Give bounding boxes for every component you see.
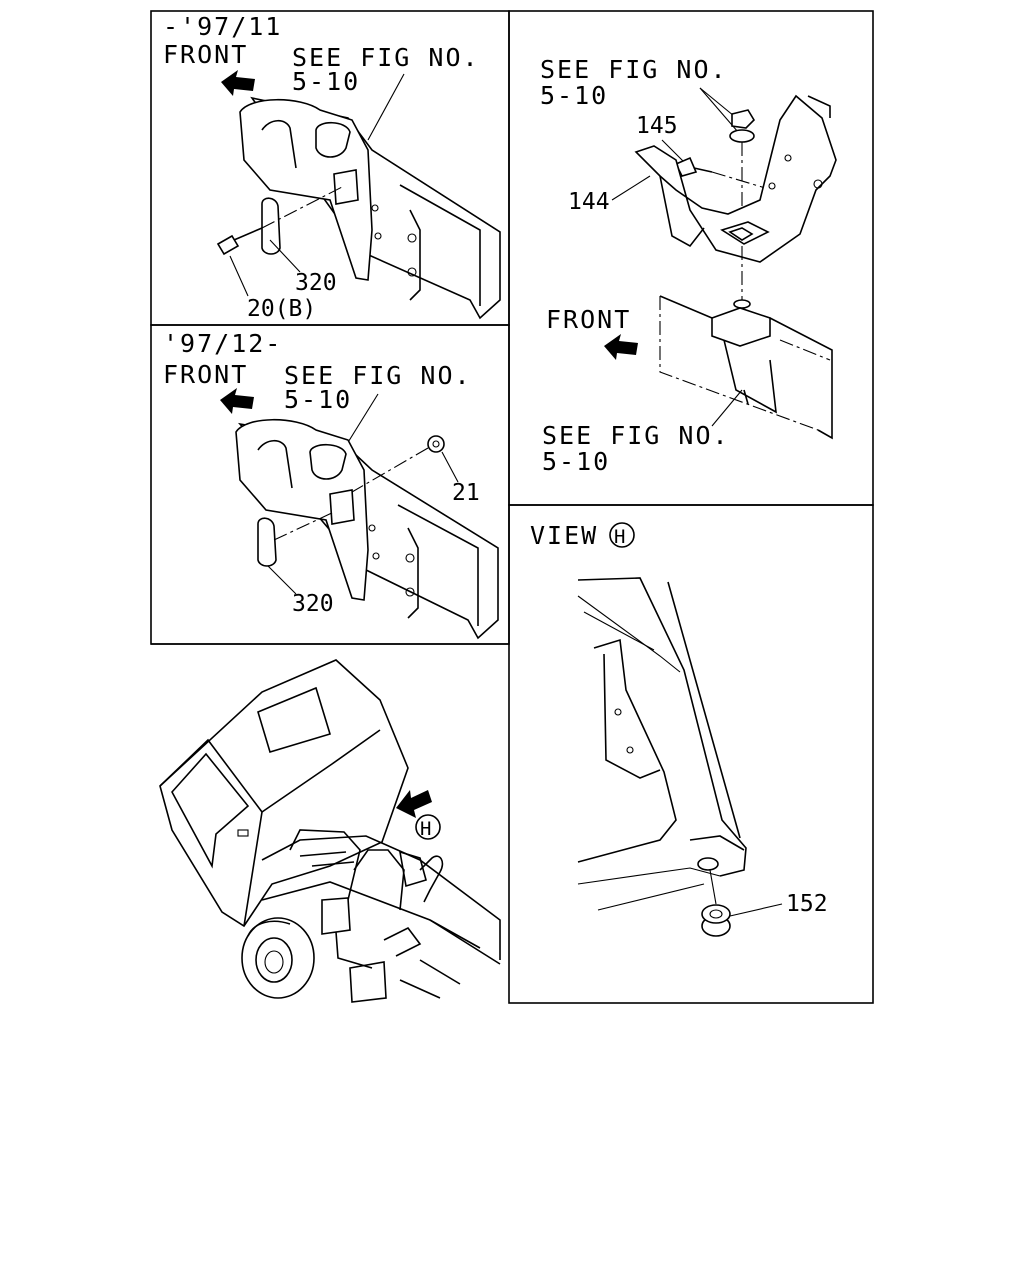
front-label: FRONT — [163, 360, 248, 389]
see-fig-label: SEE FIG NO. — [540, 55, 728, 84]
callout-21: 21 — [452, 480, 480, 506]
view-marker-icon — [415, 814, 441, 840]
callout-144: 144 — [568, 189, 610, 215]
callout-320: 320 — [292, 591, 334, 617]
see-fig-number: 5-10 — [540, 81, 608, 110]
front-arrow-icon — [604, 334, 638, 360]
grommet-152-icon — [701, 904, 731, 937]
date-range-label: -'97/11 — [163, 12, 282, 41]
view-letter: H — [420, 818, 431, 840]
front-arrow-icon — [221, 70, 255, 96]
view-arrow-icon — [396, 790, 432, 818]
see-fig-number: 5-10 — [284, 385, 352, 414]
panel-truck: H — [159, 659, 501, 1003]
date-range-label: '97/12- — [163, 329, 282, 358]
front-arrow-icon — [220, 388, 254, 414]
rubber-mount-icon — [711, 307, 771, 347]
panel-early: -'97/11 FRONT SEE FIG NO. 5-10 320 20(B) — [163, 12, 501, 322]
view-marker-icon — [609, 522, 635, 548]
view-label: VIEW — [530, 521, 598, 550]
nut-21-icon — [427, 435, 445, 453]
washer-icon — [729, 129, 755, 143]
panel-mount: SEE FIG NO. 5-10 145 144 FRONT — [540, 55, 837, 476]
panel-borders — [150, 10, 874, 1004]
see-fig-number: 5-10 — [542, 447, 610, 476]
part-320-clip — [261, 197, 281, 255]
panel-view: VIEW H 152 — [530, 521, 828, 937]
nut-icon — [731, 109, 756, 129]
part-320-clip — [257, 517, 277, 567]
callout-320: 320 — [295, 270, 337, 296]
front-label: FRONT — [163, 40, 248, 69]
see-fig-label: SEE FIG NO. — [292, 43, 480, 72]
callout-152: 152 — [786, 891, 828, 917]
see-fig-label: SEE FIG NO. — [284, 361, 472, 390]
callout-145: 145 — [636, 113, 678, 139]
bolt-20b-icon — [216, 234, 240, 256]
front-label: FRONT — [546, 305, 631, 334]
see-fig-label: SEE FIG NO. — [542, 421, 730, 450]
callout-20b: 20(B) — [247, 296, 316, 322]
view-letter: H — [614, 526, 625, 548]
panel-late: '97/12- FRONT SEE FIG NO. 5-10 21 320 — [163, 329, 499, 640]
see-fig-number: 5-10 — [292, 67, 360, 96]
